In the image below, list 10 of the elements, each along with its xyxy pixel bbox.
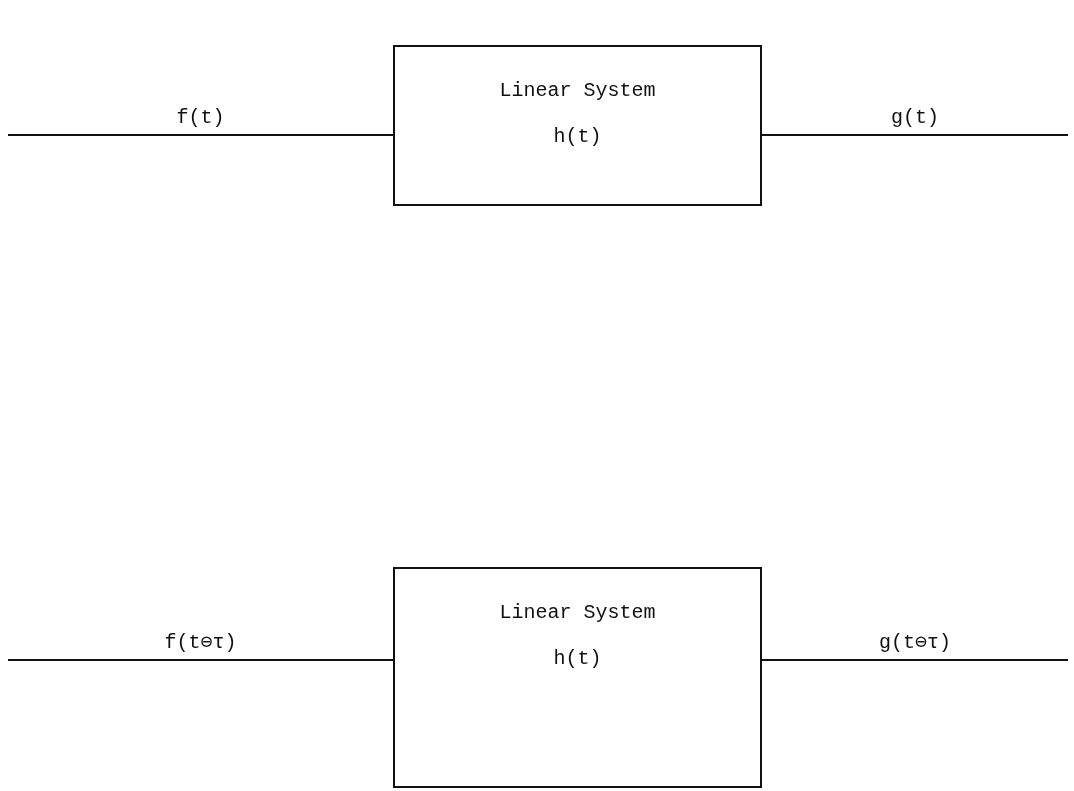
signal-line — [761, 134, 1069, 136]
impulse-response-text: h(t) — [552, 647, 603, 670]
signal-line — [7, 659, 394, 661]
system-box — [393, 45, 762, 206]
system-box — [393, 567, 762, 788]
impulse-response-text: h(t) — [552, 125, 603, 148]
signal-line — [761, 659, 1069, 661]
system-title: Linear System — [498, 79, 657, 102]
system-title: Linear System — [498, 601, 657, 624]
signal-line — [7, 134, 394, 136]
